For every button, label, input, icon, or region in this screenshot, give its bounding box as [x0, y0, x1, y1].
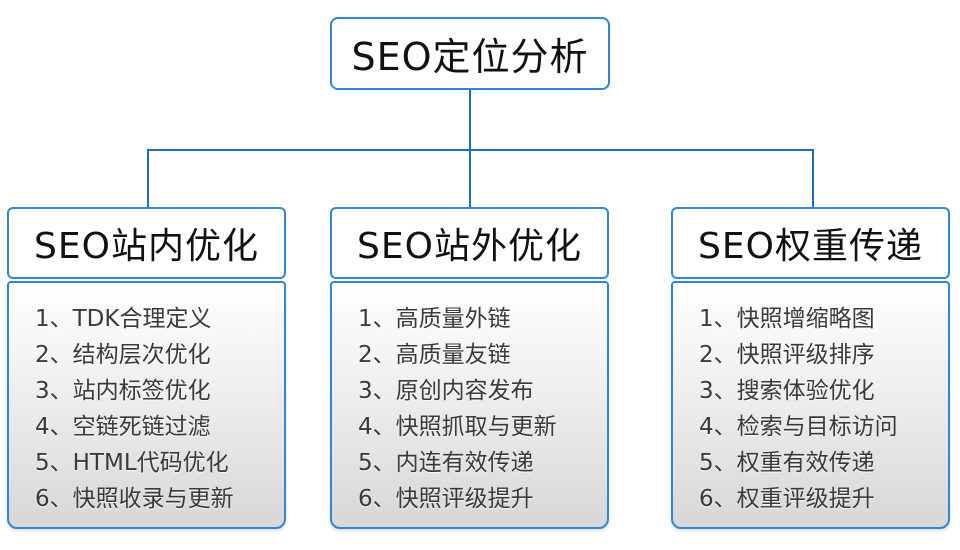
branch-weight-transfer: SEO权重传递 1、快照增缩略图 2、快照评级排序 3、搜索体验优化 4、检索与…	[671, 207, 950, 529]
list-item: 5、内连有效传递	[358, 450, 534, 476]
branch-header: SEO站外优化	[330, 207, 609, 279]
list-item: 5、HTML代码优化	[35, 450, 229, 476]
list-item: 1、TDK合理定义	[35, 306, 212, 332]
connector-drop-right	[812, 150, 814, 208]
connector-root-stem	[469, 90, 471, 150]
list-item: 1、高质量外链	[358, 306, 511, 332]
branch-panel: 1、快照增缩略图 2、快照评级排序 3、搜索体验优化 4、检索与目标访问 5、权…	[671, 281, 950, 529]
list-item: 6、快照评级提升	[358, 486, 534, 512]
list-item: 3、站内标签优化	[35, 378, 211, 404]
branch-offsite-optimization: SEO站外优化 1、高质量外链 2、高质量友链 3、原创内容发布 4、快照抓取与…	[330, 207, 609, 529]
list-item: 6、权重评级提升	[699, 486, 875, 512]
branch-title: SEO站外优化	[357, 226, 582, 267]
list-item: 6、快照收录与更新	[35, 486, 234, 512]
root-node-label: SEO定位分析	[351, 35, 589, 79]
connector-drop-left	[147, 150, 149, 208]
branch-header: SEO权重传递	[671, 207, 950, 279]
list-item: 4、快照抓取与更新	[358, 414, 557, 440]
branch-header: SEO站内优化	[7, 207, 286, 279]
branch-panel: 1、TDK合理定义 2、结构层次优化 3、站内标签优化 4、空链死链过滤 5、H…	[7, 281, 286, 529]
branch-title: SEO站内优化	[34, 226, 259, 267]
connector-cross-bar	[147, 149, 814, 151]
list-item: 1、快照增缩略图	[699, 306, 875, 332]
list-item: 3、原创内容发布	[358, 378, 534, 404]
list-item: 2、快照评级排序	[699, 342, 875, 368]
list-item: 5、权重有效传递	[699, 450, 875, 476]
list-item: 4、检索与目标访问	[699, 414, 898, 440]
list-item: 3、搜索体验优化	[699, 378, 875, 404]
branch-title: SEO权重传递	[698, 226, 923, 267]
root-node: SEO定位分析	[330, 17, 610, 90]
list-item: 2、高质量友链	[358, 342, 511, 368]
list-item: 2、结构层次优化	[35, 342, 211, 368]
list-item: 4、空链死链过滤	[35, 414, 211, 440]
connector-drop-middle	[469, 150, 471, 208]
branch-panel: 1、高质量外链 2、高质量友链 3、原创内容发布 4、快照抓取与更新 5、内连有…	[330, 281, 609, 529]
branch-onsite-optimization: SEO站内优化 1、TDK合理定义 2、结构层次优化 3、站内标签优化 4、空链…	[7, 207, 286, 529]
